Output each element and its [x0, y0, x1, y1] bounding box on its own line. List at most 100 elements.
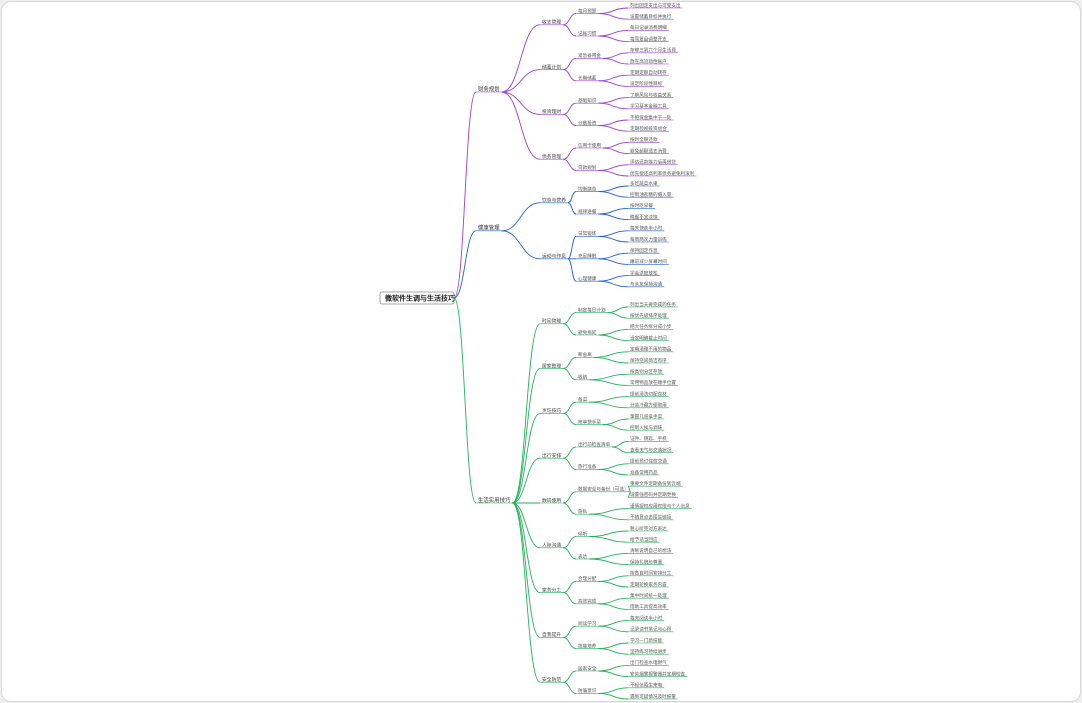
- node-label-depth-4[interactable]: 控制火候与调味: [630, 424, 663, 431]
- node-label-depth-4[interactable]: 多吃蔬菜水果: [630, 180, 658, 187]
- node-label-depth-4[interactable]: 不把资金集中于一处: [630, 114, 672, 121]
- node-label-depth-4[interactable]: 坚持练习持续进步: [630, 648, 667, 655]
- node-label-depth-4[interactable]: 常用物品放在顺手位置: [630, 379, 676, 386]
- node-label-depth-4[interactable]: 把大任务拆分成小步: [630, 323, 672, 330]
- node-label-depth-2[interactable]: 债务管理: [542, 153, 561, 160]
- node-label-depth-4[interactable]: 集中时间统一处理: [630, 592, 667, 599]
- node-label-depth-4[interactable]: 评估还款能力后再借贷: [630, 159, 676, 166]
- node-label-depth-4[interactable]: 了解风险与收益关系: [630, 91, 672, 98]
- node-label-depth-4[interactable]: 保持空间简洁有序: [630, 357, 667, 364]
- node-label-depth-2[interactable]: 烹饪技巧: [542, 407, 561, 414]
- node-label-depth-4[interactable]: 每天快走半小时: [630, 225, 663, 232]
- node-label-depth-3[interactable]: 信用卡使用: [578, 142, 601, 149]
- node-label-depth-4[interactable]: 耐心听完对方表达: [630, 525, 667, 532]
- node-label-depth-3[interactable]: 日常锻炼: [578, 230, 597, 237]
- node-label-depth-2[interactable]: 时间管理: [542, 318, 561, 325]
- node-label-depth-2[interactable]: 出行安排: [542, 452, 561, 459]
- node-label-depth-4[interactable]: 列出当天要完成的任务: [630, 301, 676, 308]
- node-label-depth-4[interactable]: 重要文件定期备份到云端: [630, 480, 681, 487]
- node-label-depth-4[interactable]: 清晰说明自己的想法: [630, 547, 672, 554]
- node-label-depth-3[interactable]: 数据安全与备份（可选）: [578, 486, 629, 493]
- node-label-depth-4[interactable]: 分装冷藏方便取用: [630, 402, 667, 409]
- node-label-depth-4[interactable]: 出门检查水电燃气: [630, 659, 667, 666]
- node-label-depth-4[interactable]: 每天阅读半小时: [630, 614, 663, 621]
- node-label-depth-3[interactable]: 合理分配: [578, 575, 597, 582]
- node-label-depth-4[interactable]: 设定阶段性目标: [630, 80, 663, 87]
- node-label-depth-4[interactable]: 每周两次力量训练: [630, 236, 667, 243]
- node-label-depth-3[interactable]: 贷款规划: [578, 164, 597, 171]
- node-label-depth-2[interactable]: 家务分工: [542, 586, 561, 593]
- node-label-depth-4[interactable]: 提前清洗切配食材: [630, 390, 667, 397]
- node-label-depth-4[interactable]: 控制油盐糖的摄入量: [630, 191, 672, 198]
- node-label-depth-3[interactable]: 分散投资: [578, 119, 597, 126]
- node-label-depth-4[interactable]: 准备常用药品: [630, 469, 658, 476]
- node-label-depth-4[interactable]: 按各自时间安排分工: [630, 570, 672, 577]
- node-label-depth-4[interactable]: 晚餐不宜过饱: [630, 213, 658, 220]
- node-label-depth-3[interactable]: 规律进餐: [578, 208, 597, 215]
- node-label-depth-3[interactable]: 居家安全: [578, 665, 597, 672]
- node-label-depth-2[interactable]: 居家整理: [542, 362, 561, 369]
- node-label-depth-4[interactable]: 列出固定支出与可变支出: [630, 2, 681, 9]
- node-label-depth-4[interactable]: 每日记录消费明细: [630, 24, 667, 31]
- node-label-depth-4[interactable]: 睡前减少屏幕时间: [630, 258, 667, 265]
- node-label-depth-4[interactable]: 安装烟雾报警器并定期检查: [630, 670, 686, 677]
- node-label-depth-4[interactable]: 给予适当回应: [630, 536, 658, 543]
- node-label-depth-3[interactable]: 阅读学习: [578, 620, 597, 627]
- node-label-depth-4[interactable]: 每周复盘调整开支: [630, 35, 667, 42]
- node-label-depth-3[interactable]: 表达: [578, 553, 588, 560]
- node-label-depth-4[interactable]: 存够三到六个月生活费: [630, 47, 676, 54]
- node-label-depth-4[interactable]: 定期清理不用的物品: [630, 346, 672, 353]
- node-label-depth-4[interactable]: 遇到可疑情况及时报警: [630, 693, 676, 700]
- node-label-depth-4[interactable]: 记录读书笔记与心得: [630, 626, 672, 633]
- node-label-depth-3[interactable]: 隐私: [578, 508, 588, 515]
- node-label-depth-3[interactable]: 每月预算: [578, 7, 597, 14]
- node-label-depth-3[interactable]: 断舍离: [578, 351, 592, 358]
- node-label-depth-2[interactable]: 储蓄计划: [542, 63, 561, 70]
- node-label-depth-4[interactable]: 设定明确截止时间: [630, 334, 667, 341]
- node-label-depth-4[interactable]: 不随意点击陌生链接: [630, 514, 672, 521]
- node-label-depth-3[interactable]: 简单快手菜: [578, 418, 601, 425]
- node-label-depth-4[interactable]: 定期轮换家务内容: [630, 581, 667, 588]
- node-label-depth-2[interactable]: 安全防范: [542, 676, 561, 683]
- node-label-depth-3[interactable]: 旅行准备: [578, 463, 597, 470]
- node-label-depth-3[interactable]: 防骗意识: [578, 687, 597, 694]
- node-label-depth-3[interactable]: 均衡膳食: [578, 185, 597, 192]
- node-label-depth-4[interactable]: 掌握几道拿手菜: [630, 413, 663, 420]
- node-label-depth-4[interactable]: 查看天气与交通状况: [630, 446, 672, 453]
- node-label-depth-4[interactable]: 借助工具提高效率: [630, 603, 667, 610]
- node-label-depth-4[interactable]: 设置储蓄目标并执行: [630, 13, 672, 20]
- node-label-depth-3[interactable]: 技能培养: [578, 642, 597, 649]
- node-label-depth-3[interactable]: 充足睡眠: [578, 253, 597, 260]
- node-label-depth-4[interactable]: 按时全额还款: [630, 136, 658, 143]
- node-label-depth-4[interactable]: 放在高流动性账户: [630, 58, 667, 65]
- node-label-depth-1[interactable]: 健康管理: [478, 224, 500, 232]
- node-label-depth-4[interactable]: 保持固定作息: [630, 247, 658, 254]
- node-label-depth-4[interactable]: 定期定额自动转存: [630, 69, 667, 76]
- node-label-depth-2[interactable]: 收支管理: [542, 19, 561, 26]
- node-label-depth-4[interactable]: 保持礼貌与尊重: [630, 558, 663, 565]
- node-label-depth-1[interactable]: 财务规划: [478, 85, 500, 93]
- node-label-depth-4[interactable]: 学会适度放松: [630, 269, 658, 276]
- node-label-depth-4[interactable]: 按优先级排序处理: [630, 312, 667, 319]
- node-label-depth-3[interactable]: 出行前检查清单: [578, 441, 611, 448]
- node-label-depth-2[interactable]: 数码使用: [542, 497, 561, 504]
- node-label-depth-2[interactable]: 投资理财: [542, 108, 561, 115]
- node-label-depth-3[interactable]: 基础知识: [578, 97, 597, 104]
- node-label-depth-4[interactable]: 定期检视投资组合: [630, 125, 667, 132]
- node-label-depth-4[interactable]: 优先偿还高利率债务避免利滚利: [630, 170, 695, 177]
- node-label-depth-4[interactable]: 提前预订住宿交通: [630, 458, 667, 465]
- node-label-depth-4[interactable]: 不轻信陌生来电: [630, 682, 663, 689]
- node-label-depth-2[interactable]: 饮食与营养: [542, 197, 566, 204]
- node-label-depth-2[interactable]: 自我提升: [542, 631, 561, 638]
- node-label-depth-3[interactable]: 高效完成: [578, 598, 597, 605]
- node-label-depth-3[interactable]: 倾听: [578, 530, 588, 537]
- node-label-depth-4[interactable]: 按类别分区存放: [630, 368, 663, 375]
- node-label-depth-4[interactable]: 按时吃早餐: [630, 202, 653, 209]
- node-label-depth-3[interactable]: 心理健康: [578, 275, 597, 282]
- node-label-depth-4[interactable]: 与亲友保持沟通: [630, 281, 663, 288]
- node-label-depth-3[interactable]: 收纳: [578, 374, 588, 381]
- node-label-depth-4[interactable]: 学习一门新技能: [630, 637, 663, 644]
- node-label-depth-3[interactable]: 长期储蓄: [578, 75, 597, 82]
- node-label-depth-2[interactable]: 人际沟通: [542, 542, 561, 549]
